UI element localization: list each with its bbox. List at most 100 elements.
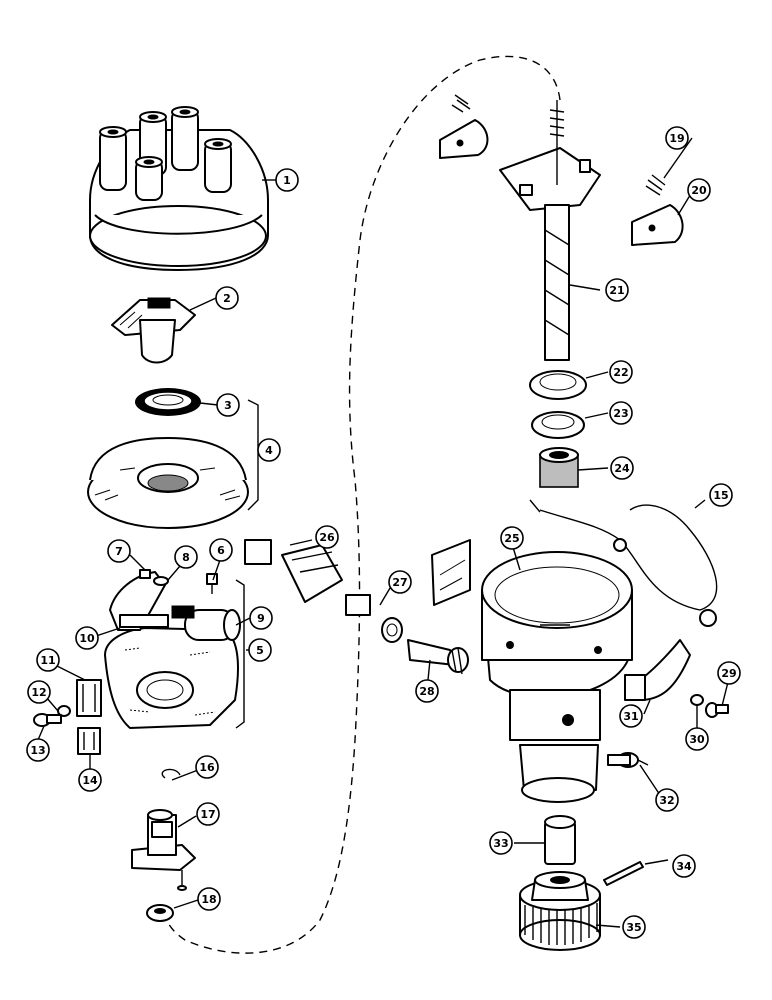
callout-23: 23 [609, 401, 633, 425]
callout-circle [174, 545, 198, 569]
callout-number: 1 [283, 174, 291, 187]
callout-circle [107, 539, 131, 563]
callout-19: 19 [665, 126, 689, 150]
callout-2: 2 [215, 286, 239, 310]
callout-number: 29 [721, 667, 736, 680]
callout-number: 21 [609, 284, 624, 297]
callout-6: 6 [209, 538, 233, 562]
callout-circle [388, 570, 412, 594]
callout-3: 3 [216, 393, 240, 417]
callout-number: 13 [30, 744, 45, 757]
callout-number: 30 [689, 733, 705, 746]
leader-lines [37, 137, 729, 928]
assembly-dashed-path [164, 55, 561, 954]
callout-circle [609, 401, 633, 425]
callout-circle [248, 638, 272, 662]
callout-number: 24 [614, 462, 630, 475]
callout-circle [500, 526, 524, 550]
distributor-housing-25 [431, 539, 633, 803]
callout-26: 26 [315, 525, 339, 549]
bushing-24 [539, 447, 579, 488]
callout-number: 14 [82, 774, 98, 787]
callout-circle [209, 538, 233, 562]
callout-number: 31 [623, 710, 638, 723]
callout-number: 8 [182, 551, 190, 564]
group-bracket-3 [247, 399, 259, 511]
callout-7: 7 [107, 539, 131, 563]
callout-number: 28 [419, 685, 434, 698]
callout-circle [605, 278, 629, 302]
screw-13 [33, 713, 62, 727]
washer-30 [690, 694, 704, 706]
callout-circle [415, 679, 439, 703]
callout-number: 3 [224, 399, 232, 412]
ring-27 [381, 617, 403, 643]
callout-number: 15 [713, 489, 728, 502]
callout-35: 35 [622, 915, 646, 939]
callout-number: 7 [115, 545, 123, 558]
callout-circle [619, 704, 643, 728]
spring-small [451, 94, 471, 113]
callout-circle [75, 626, 99, 650]
breaker-plate-assembly [104, 569, 241, 729]
advance-weight-20 [631, 204, 684, 246]
callout-circle [315, 525, 339, 549]
callout-number: 34 [676, 860, 692, 873]
callout-number: 23 [613, 407, 628, 420]
callout-18: 18 [197, 887, 221, 911]
callout-22: 22 [609, 360, 633, 384]
callout-circle [672, 854, 696, 878]
callout-number: 6 [217, 544, 225, 557]
callout-circle [196, 802, 220, 826]
callout-number: 5 [256, 644, 264, 657]
callout-34: 34 [672, 854, 696, 878]
callout-32: 32 [655, 788, 679, 812]
washer [135, 388, 201, 416]
seal-18 [146, 904, 174, 922]
callout-number: 26 [319, 531, 335, 544]
callout-8: 8 [174, 545, 198, 569]
callout-33: 33 [489, 831, 513, 855]
callout-17: 17 [196, 802, 220, 826]
screw-29 [705, 702, 729, 718]
distributor-cap [89, 106, 269, 271]
callout-27: 27 [388, 570, 412, 594]
callout-circle [216, 393, 240, 417]
switch-32 [607, 752, 649, 768]
spring-19 [645, 174, 666, 196]
callout-circle [687, 178, 711, 202]
callout-24: 24 [610, 456, 634, 480]
callout-14: 14 [78, 768, 102, 792]
callout-circle [275, 168, 299, 192]
callout-11: 11 [36, 648, 60, 672]
callout-number: 10 [79, 632, 95, 645]
callout-number: 32 [659, 794, 674, 807]
clip-14 [77, 727, 101, 755]
callout-circle [27, 680, 51, 704]
shaft-28 [407, 639, 469, 675]
callout-10: 10 [75, 626, 99, 650]
callout-16: 16 [195, 755, 219, 779]
callout-12: 12 [27, 680, 51, 704]
callout-number: 27 [392, 576, 407, 589]
callout-4: 4 [257, 438, 281, 462]
dust-cover [87, 437, 249, 529]
rotor [111, 297, 196, 364]
callout-circle [78, 768, 102, 792]
callout-number: 25 [504, 532, 519, 545]
callout-circle [717, 661, 741, 685]
advance-weight-left [439, 119, 489, 159]
callout-number: 33 [493, 837, 508, 850]
callout-number: 18 [201, 893, 216, 906]
ring-22 [529, 370, 587, 400]
callout-circle [215, 286, 239, 310]
bushing-33 [544, 815, 576, 865]
callout-circle [26, 738, 50, 762]
ring-23 [531, 411, 585, 439]
callout-circle [489, 831, 513, 855]
callout-circle [195, 755, 219, 779]
callout-9: 9 [249, 606, 273, 630]
callout-circle [665, 126, 689, 150]
callout-5: 5 [248, 638, 272, 662]
